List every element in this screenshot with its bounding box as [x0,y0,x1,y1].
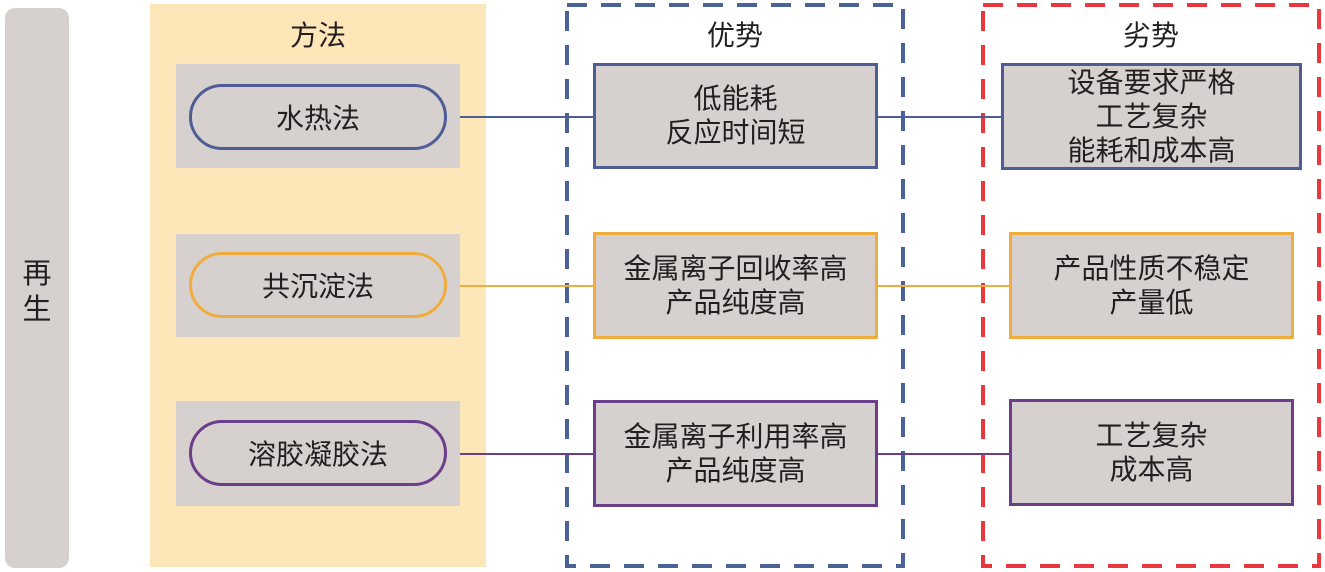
disadvantage-box: 产品性质不稳定 产量低 [1009,232,1294,339]
method-coprecipitation: 共沉淀法 [189,252,447,318]
advantage-line: 金属离子利用率高 [623,419,848,453]
disadvantage-box: 工艺复杂 成本高 [1009,399,1294,506]
disadvantage-line: 设备要求严格 [1067,65,1236,99]
disadvantage-line: 产量低 [1109,285,1194,319]
method-label: 共沉淀法 [261,270,374,303]
disadvantage-box: 设备要求严格 工艺复杂 能耗和成本高 [1001,63,1302,170]
advantage-line: 低能耗 [693,82,778,115]
advantage-box: 金属离子回收率高 产品纯度高 [593,232,878,339]
regeneration-label-char: 再 [22,256,52,290]
advantage-line: 产品纯度高 [665,453,806,487]
advantage-line: 反应时间短 [665,116,806,149]
disadvantage-line: 成本高 [1109,452,1194,486]
advantage-line: 金属离子回收率高 [623,251,848,285]
column-title-disadvantage: 劣势 [1122,19,1179,52]
method-hydrothermal: 水热法 [189,84,447,150]
disadvantage-line: 产品性质不稳定 [1053,251,1250,285]
column-title-advantage: 优势 [706,19,763,52]
disadvantage-line: 工艺复杂 [1095,418,1208,452]
regeneration-sidebar [5,8,69,568]
advantage-line: 产品纯度高 [665,285,806,319]
connector-line [877,453,1011,455]
regeneration-label: 再 生 [5,255,69,327]
connector-line [446,453,594,455]
connector-line [446,116,594,118]
regeneration-label-char: 生 [22,292,52,326]
column-title-method: 方法 [289,19,346,52]
method-sol-gel: 溶胶凝胶法 [189,420,447,486]
method-label: 水热法 [275,102,360,135]
disadvantage-line: 能耗和成本高 [1067,133,1236,167]
connector-line [877,285,1011,287]
connector-line [877,116,1003,118]
disadvantage-line: 工艺复杂 [1095,99,1208,133]
connector-line [446,285,594,287]
advantage-box: 金属离子利用率高 产品纯度高 [593,400,878,507]
advantage-box: 低能耗 反应时间短 [593,63,878,169]
method-label: 溶胶凝胶法 [247,438,388,471]
